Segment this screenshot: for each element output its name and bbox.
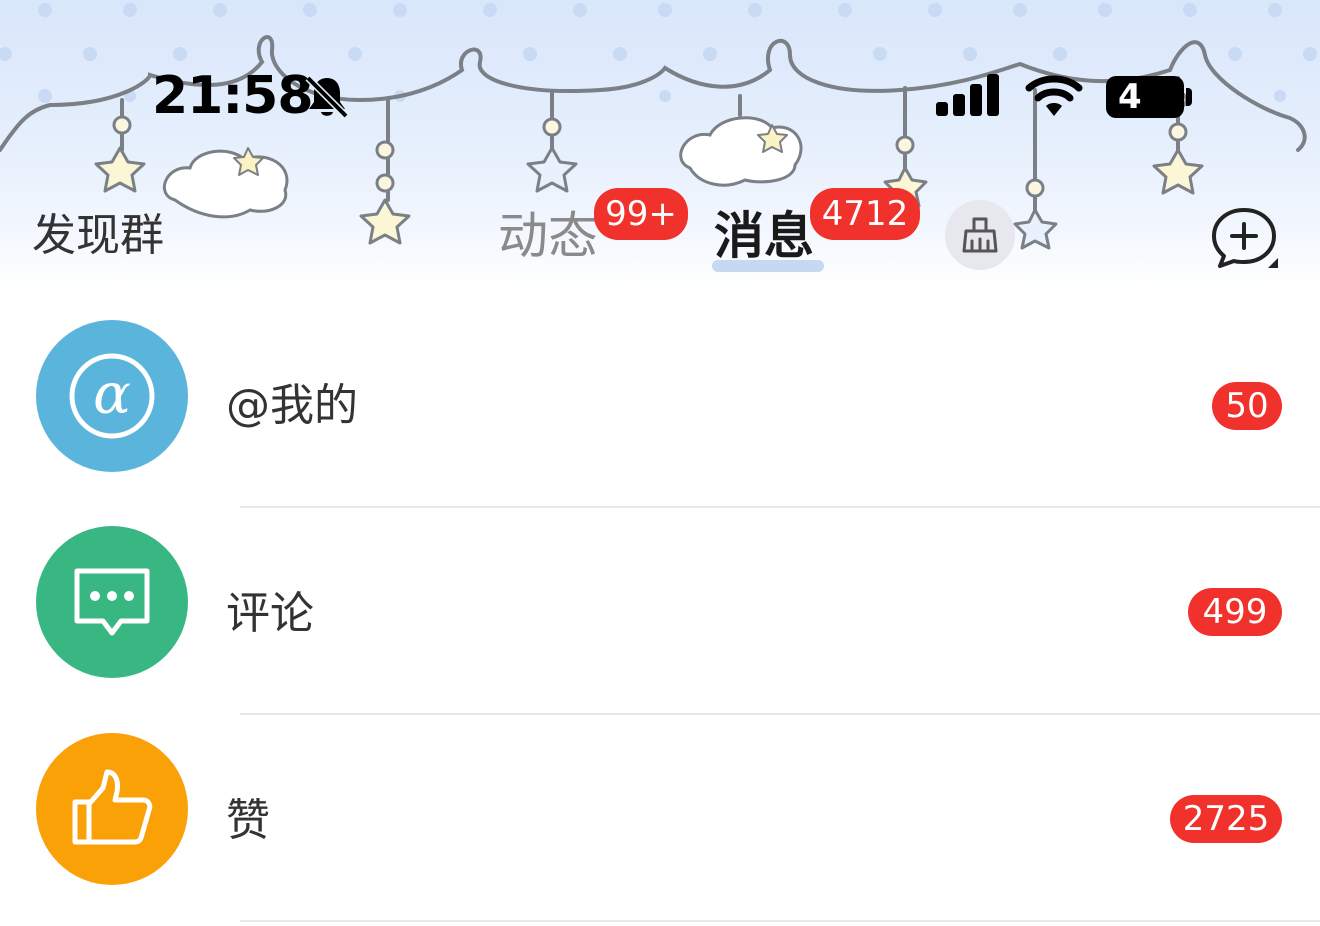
- wifi-icon: [1025, 75, 1083, 116]
- list-item-label: @我的: [226, 380, 358, 431]
- unread-badge: 499: [1188, 588, 1282, 636]
- clear-unread-button[interactable]: [945, 200, 1015, 270]
- tab-message[interactable]: 消息: [714, 207, 814, 265]
- thumbs-up-icon: [72, 769, 153, 845]
- tab-dynamic[interactable]: 动态: [498, 207, 598, 265]
- add-chat-icon[interactable]: [1210, 206, 1282, 272]
- svg-text:α: α: [93, 362, 131, 427]
- comment-icon: [74, 568, 150, 636]
- list-item-comments[interactable]: 评论 499: [0, 508, 1320, 714]
- divider: [240, 713, 1320, 715]
- list-item-at-me[interactable]: α @我的 50: [0, 290, 1320, 496]
- status-time: 21:58: [152, 66, 314, 126]
- broom-icon: [962, 217, 998, 253]
- list-item-label: 赞: [226, 795, 270, 846]
- unread-badge: 2725: [1170, 795, 1282, 843]
- bell-muted-icon: [305, 75, 349, 119]
- at-avatar: α: [36, 320, 188, 472]
- signal-icon: [936, 74, 999, 116]
- tab-message-badge: 4712: [810, 188, 920, 240]
- at-icon: α: [69, 353, 155, 439]
- discover-groups-link[interactable]: 发现群: [32, 210, 164, 261]
- unread-badge: 50: [1212, 382, 1282, 430]
- tab-dynamic-badge: 99+: [594, 188, 688, 240]
- header: 21:58 4 发现群 动态 99+ 消息 4712: [0, 0, 1320, 290]
- divider: [240, 920, 1320, 922]
- battery-icon: 4: [1106, 76, 1184, 118]
- dots-pattern: [0, 3, 1317, 103]
- like-avatar: [36, 733, 188, 885]
- divider: [240, 506, 1320, 508]
- comment-avatar: [36, 526, 188, 678]
- garland-decoration: [0, 35, 1307, 250]
- list-item-label: 评论: [226, 588, 314, 639]
- active-tab-indicator: [712, 260, 824, 272]
- battery-tip: [1186, 88, 1192, 106]
- list-item-likes[interactable]: 赞 2725: [0, 715, 1320, 921]
